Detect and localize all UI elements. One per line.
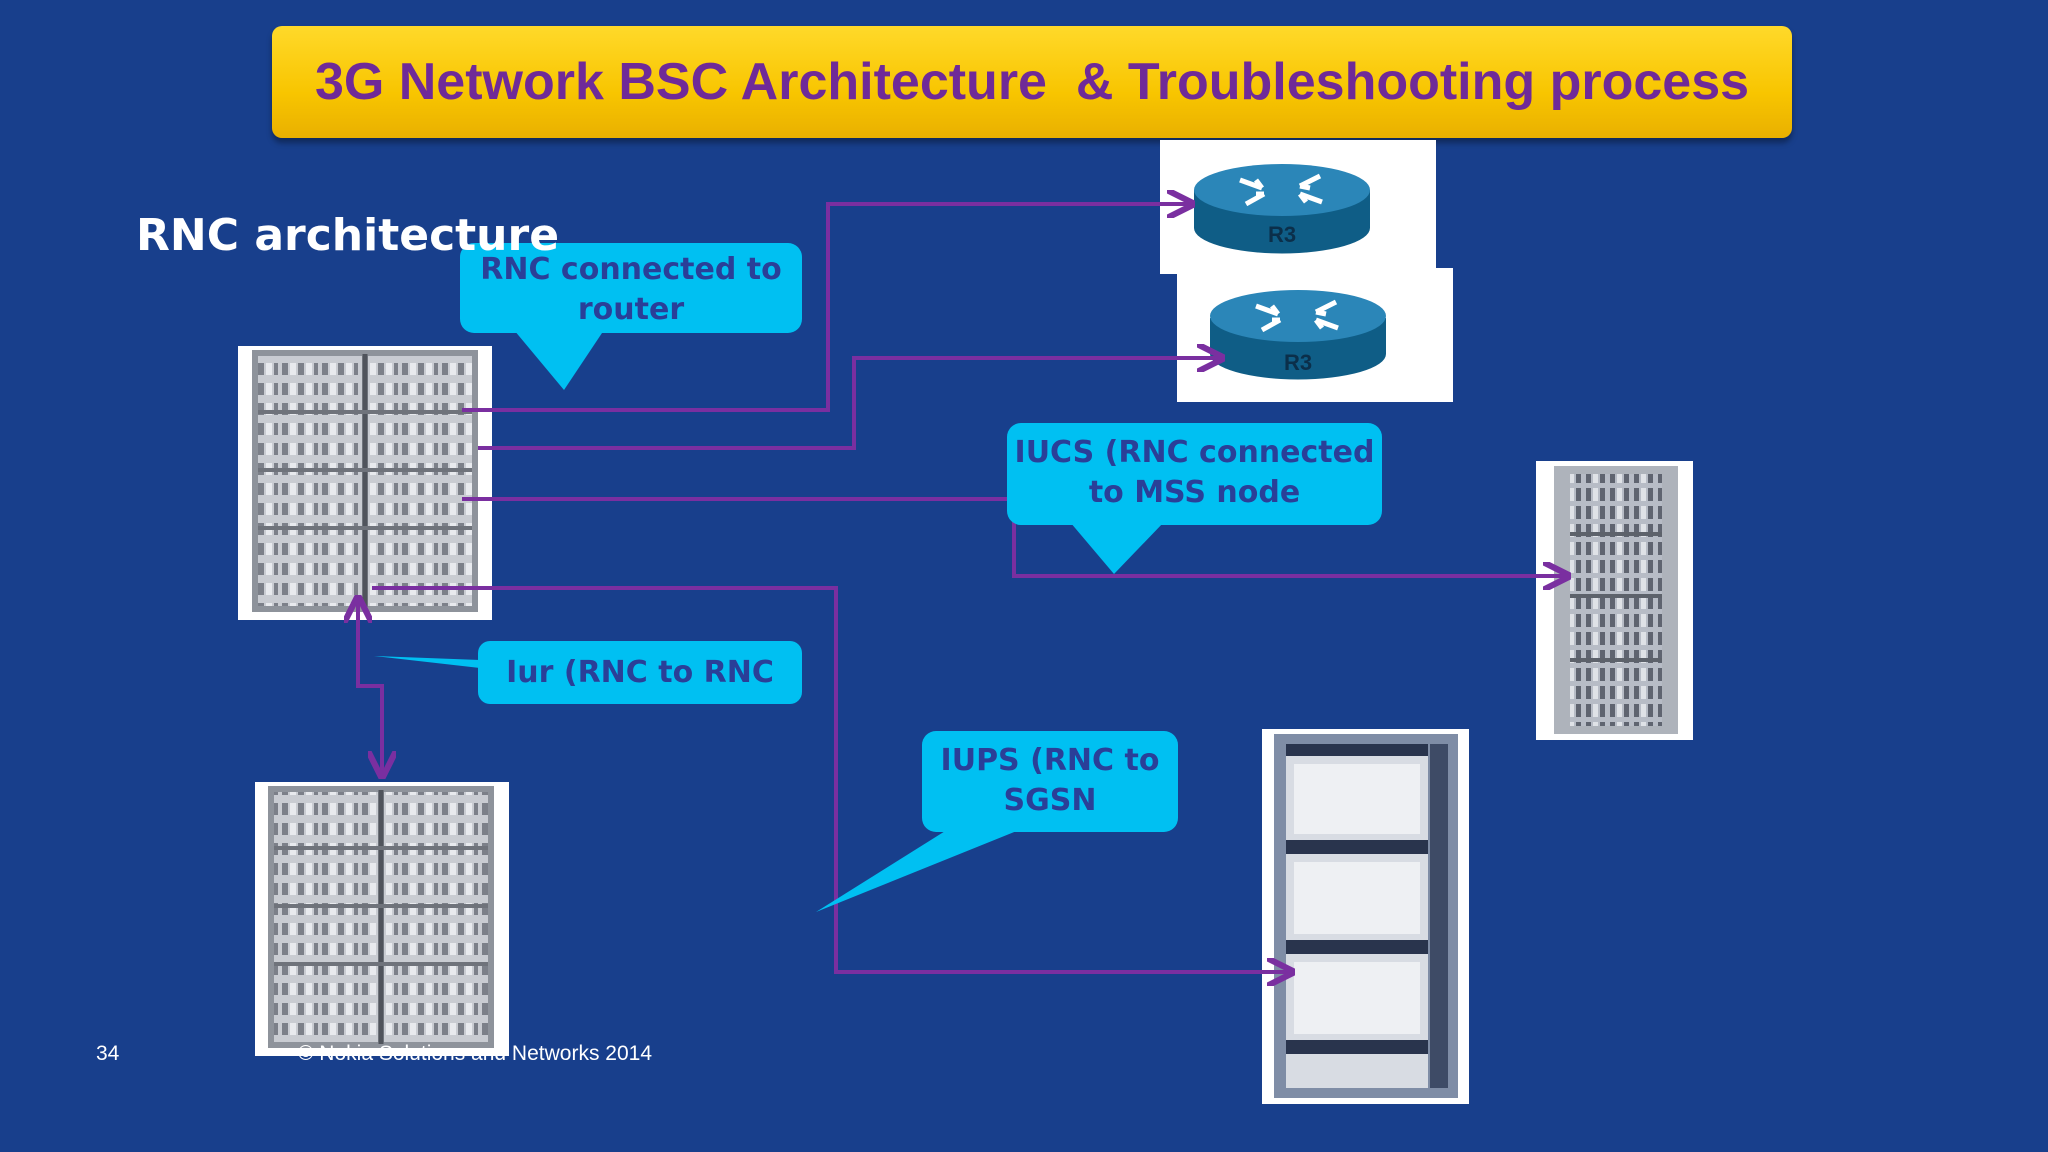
link-rnc-sgsn: [372, 586, 1292, 972]
mss-cabinet: [1536, 461, 1693, 740]
router-2-label: R3: [1284, 350, 1312, 375]
callout-iups: [816, 731, 1178, 912]
copyright-notice: © Nokia Solutions and Networks 2014: [298, 1042, 652, 1065]
sgsn-cabinet: [1262, 729, 1469, 1104]
rnc-cabinet-main: [238, 346, 492, 620]
callout-iucs-line-2: to MSS node: [1088, 475, 1301, 510]
router-1: R3: [1160, 140, 1436, 274]
router-1-label: R3: [1268, 222, 1296, 247]
callout-iucs-text: IUCS (RNC connected to MSS node: [1007, 433, 1382, 513]
callout-router: [460, 243, 802, 390]
callout-iups-text: IUPS (RNC to SGSN: [922, 741, 1178, 821]
callout-iucs-line-1: IUCS (RNC connected: [1014, 435, 1375, 470]
callout-iur-text: Iur (RNC to RNC: [478, 653, 802, 693]
callout-router-text: RNC connected to router: [460, 250, 802, 330]
callout-iur: [374, 641, 802, 704]
link-rnc-router-1: [462, 204, 1192, 412]
section-title: RNC architecture: [136, 210, 560, 261]
connectors: [358, 204, 1568, 972]
slide-number: 34: [96, 1042, 120, 1065]
link-iur: [358, 598, 382, 776]
slide-title: 3G Network BSC Architecture & Troublesho…: [314, 53, 1750, 111]
callout-iups-line-2: SGSN: [1003, 783, 1097, 818]
title-banner: 3G Network BSC Architecture & Troublesho…: [272, 26, 1792, 138]
callout-router-line-2: router: [577, 292, 685, 327]
link-rnc-router-2: [478, 358, 1222, 450]
callout-router-line-1: RNC connected to: [480, 252, 782, 287]
router-2: R3: [1177, 268, 1453, 402]
callout-iucs: [1007, 423, 1382, 574]
link-rnc-mss: [462, 497, 1568, 576]
callout-iups-line-1: IUPS (RNC to: [940, 743, 1160, 778]
callout-iur-line-1: Iur (RNC to RNC: [506, 655, 774, 690]
rnc-cabinet-secondary: [255, 782, 509, 1056]
